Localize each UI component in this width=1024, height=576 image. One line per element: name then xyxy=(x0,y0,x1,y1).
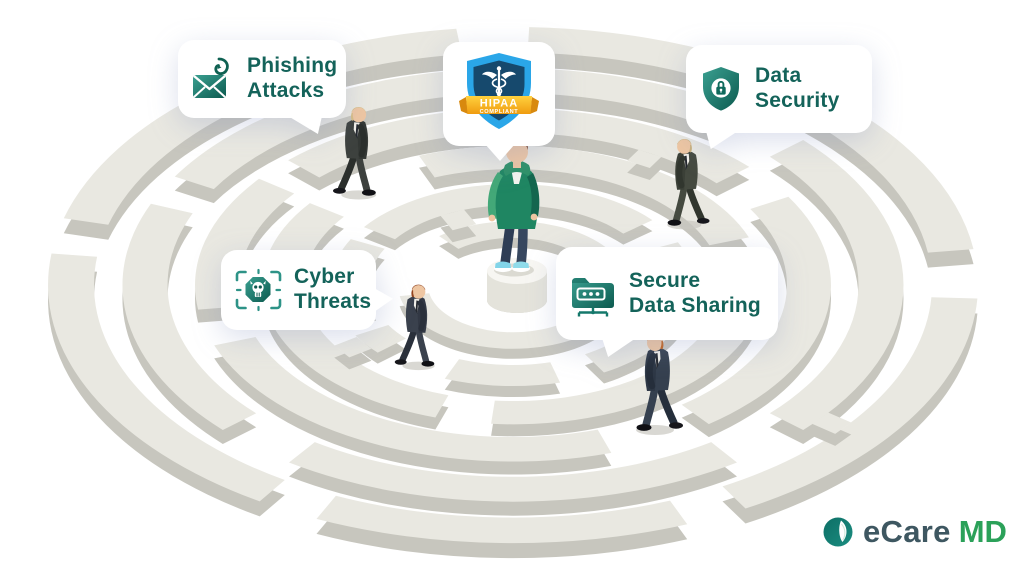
callout-cyber-threats-label: Cyber Threats xyxy=(294,265,372,313)
central-person-hoodie xyxy=(487,136,540,273)
hipaa-line1: HIPAA xyxy=(480,98,518,110)
maze-wall-stub xyxy=(334,337,372,370)
callout-phishing-bubble: Phishing Attacks xyxy=(178,40,346,134)
maze-wall-stub xyxy=(440,209,477,243)
malware-skull-target-icon xyxy=(233,267,283,313)
hipaa-line2: COMPLIANT xyxy=(480,109,519,115)
hipaa-shield-caduceus-icon: HIPAA COMPLIANT xyxy=(456,50,542,138)
callout-cyber-threats: Cyber Threats xyxy=(221,250,393,330)
callout-phishing-label: Phishing Attacks xyxy=(247,54,338,102)
businessman-top-left xyxy=(333,107,377,200)
callout-secure-data-sharing-label: Secure Data Sharing xyxy=(629,268,761,317)
brand-logo: eCare MD xyxy=(822,514,1007,550)
callout-cyber-threats-bubble: Cyber Threats xyxy=(221,250,393,330)
maze-wall-stub xyxy=(812,412,852,446)
ecare-md-leaf-icon xyxy=(822,516,854,548)
callout-data-security-bubble: Data Security xyxy=(686,45,872,149)
brand-logo-name: eCare xyxy=(863,514,951,549)
callout-phishing-attacks: Phishing Attacks xyxy=(178,40,346,134)
callout-hipaa-badge: HIPAA COMPLIANT xyxy=(443,42,555,161)
callout-secure-data-sharing: Secure Data Sharing xyxy=(556,247,778,357)
businessman-middle-left xyxy=(394,284,435,371)
maze-wall-stub xyxy=(627,149,662,180)
callout-secure-data-sharing-bubble: Secure Data Sharing xyxy=(556,247,778,357)
callout-hipaa-bubble: HIPAA COMPLIANT xyxy=(443,42,555,161)
secure-folder-network-icon xyxy=(568,268,618,320)
callout-data-security-label: Data Security xyxy=(755,64,840,112)
brand-logo-suffix: MD xyxy=(958,514,1007,549)
phishing-email-hook-icon xyxy=(190,56,236,102)
shield-lock-icon xyxy=(698,65,744,113)
callout-data-security: Data Security xyxy=(686,45,872,149)
businessman-top-right xyxy=(667,138,710,230)
